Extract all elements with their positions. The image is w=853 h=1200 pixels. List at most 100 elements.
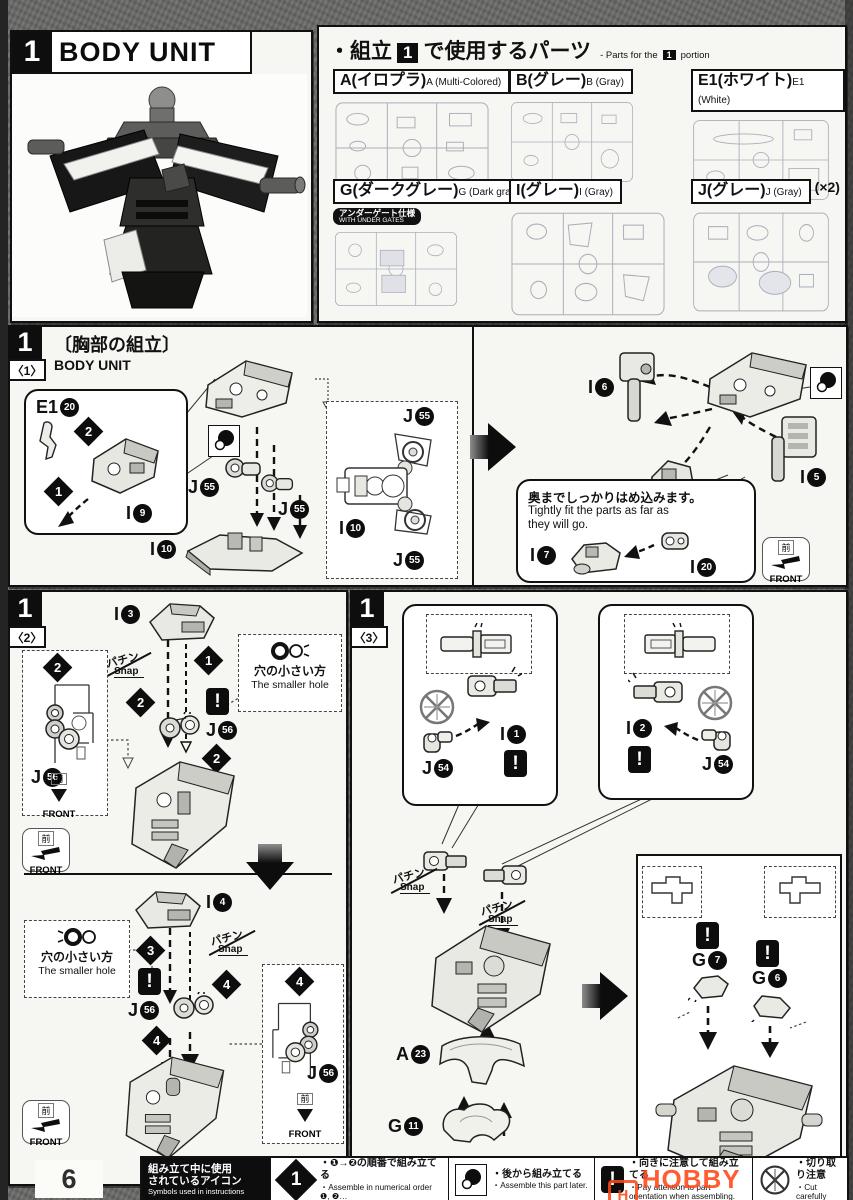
fit-callout-jp: 奥までしっかりはめ込みます。 bbox=[528, 491, 702, 505]
peg-detail-box bbox=[426, 614, 532, 674]
title-bar: 1 BODY UNIT bbox=[12, 32, 252, 74]
do-not-cut-icon bbox=[419, 689, 455, 725]
runner-G-illustration bbox=[334, 231, 458, 306]
part-I9-illustration bbox=[91, 438, 159, 494]
orientation-warning-icon: ! bbox=[504, 750, 527, 777]
part-I2-illustration bbox=[628, 672, 683, 703]
parts-heading-step-badge: 1 bbox=[397, 43, 419, 63]
part-I3-illustration bbox=[149, 603, 215, 641]
orientation-warning-icon: ! bbox=[696, 922, 719, 949]
part-shape-hint-box bbox=[642, 866, 702, 918]
insert-arrow bbox=[664, 722, 699, 742]
insert-arrow bbox=[455, 718, 490, 738]
runner-J-illustration bbox=[693, 212, 829, 312]
part-code: J(グレー) bbox=[698, 182, 766, 199]
scan-edge-right bbox=[845, 0, 853, 1200]
step3-next-arrow bbox=[582, 972, 628, 1020]
step1-substep-badge: 〈1〉 bbox=[8, 359, 46, 381]
parts-list-panel: ・組立 1 で使用するパーツ - Parts for the 1 portion… bbox=[317, 25, 847, 323]
peg-detail-box bbox=[624, 614, 730, 674]
part-quantity: (×2) bbox=[814, 179, 840, 195]
front-direction-icon: 前 FRONT bbox=[762, 537, 810, 585]
legend-item-assemble-later: ・後から組み立てる ・Assemble this part later. bbox=[448, 1158, 594, 1200]
part-code: I(グレー) bbox=[516, 182, 580, 199]
final-box-arrows bbox=[677, 1006, 807, 1058]
assemble-later-icon bbox=[208, 425, 240, 457]
part-I1-illustration bbox=[467, 666, 522, 697]
hole-callout-en: The smaller hole bbox=[38, 965, 116, 977]
part-code: G(ダークグレー) bbox=[340, 182, 459, 199]
step2-assembly-lower-illustration bbox=[125, 1056, 225, 1160]
part-code-en: E1 (White) bbox=[698, 77, 805, 106]
legend-item-cut-carefully: ・切り取り注意 ・Cut carefully bbox=[752, 1158, 847, 1200]
order-marker-2: 2 bbox=[42, 652, 73, 683]
order-diamond-icon: 1 bbox=[274, 1158, 318, 1200]
orientation-warning-icon: ! bbox=[756, 940, 779, 967]
step3-assembly-illustration bbox=[431, 925, 551, 1033]
order-marker-3: 3 bbox=[135, 935, 166, 966]
do-not-cut-icon bbox=[697, 685, 733, 721]
part-code: E1(ホワイト) bbox=[698, 72, 793, 89]
part-assembled-peg-right bbox=[483, 865, 527, 885]
part-chest-base-illustration bbox=[185, 532, 304, 576]
orientation-warning-icon: ! bbox=[138, 968, 161, 995]
runner-I-illustration bbox=[511, 212, 665, 316]
part-J55b-illustration bbox=[260, 474, 294, 493]
fit-arrow bbox=[624, 543, 655, 559]
callout-arrow bbox=[58, 498, 89, 527]
smaller-hole-icon bbox=[271, 642, 310, 660]
fit-callout-en1: Tightly fit the parts as far as bbox=[528, 505, 669, 517]
page-title: BODY UNIT bbox=[59, 36, 217, 67]
order-marker-4: 4 bbox=[284, 966, 315, 997]
part-entry-E1: E1(ホワイト)E1 (White) bbox=[691, 69, 845, 202]
part-code: A(イロプラ) bbox=[340, 72, 427, 89]
step3-substep-badge: 〈3〉 bbox=[350, 626, 388, 648]
hole-callout-en: The smaller hole bbox=[251, 679, 329, 691]
smaller-hole-icon bbox=[57, 928, 96, 946]
part-code: B(グレー) bbox=[516, 72, 587, 89]
parts-heading-jp-pre: ・組立 bbox=[329, 40, 392, 63]
part-code-en: I (Gray) bbox=[579, 187, 613, 198]
peg-illustration bbox=[440, 623, 512, 658]
part-J56-illustration bbox=[159, 712, 200, 739]
runner-B-illustration bbox=[510, 102, 634, 182]
front-mini-icon: 前 FRONT bbox=[42, 773, 76, 820]
part-entry-A: A(イロプラ)A (Multi-Colored) bbox=[333, 69, 511, 196]
assemble-later-icon bbox=[455, 1163, 487, 1196]
step1-title-jp: 〔胸部の組立〕 bbox=[54, 335, 180, 355]
hole-callout-jp: 穴の小さい方 bbox=[40, 950, 113, 964]
front-direction-icon: 前 FRONT bbox=[22, 828, 70, 876]
part-A23-illustration bbox=[439, 1036, 525, 1085]
orientation-warning-icon: ! bbox=[206, 688, 229, 715]
fit-tightly-callout: 奥までしっかりはめ込みます。 Tightly fit the parts as … bbox=[516, 479, 756, 583]
step2-assembly-upper-illustration bbox=[131, 761, 235, 869]
parts-heading-jp-post: で使用するパーツ bbox=[423, 40, 592, 63]
part-I4-illustration bbox=[135, 891, 201, 929]
sideview-illustration bbox=[272, 1002, 319, 1077]
order-marker-2: 2 bbox=[125, 687, 156, 718]
peg-illustration bbox=[644, 623, 716, 658]
part-J55-illustration bbox=[225, 458, 261, 478]
legend-item-numerical-order: 1 ・❶→❷の順番で組み立てる ・Assemble in numerical o… bbox=[270, 1158, 448, 1200]
step1-number-badge: 1 bbox=[8, 325, 42, 359]
part-G7-illustration bbox=[688, 975, 729, 1002]
body-unit-photo bbox=[12, 74, 307, 317]
parts-heading: ・組立 1 で使用するパーツ - Parts for the 1 portion bbox=[329, 35, 710, 65]
part-J54-illustration bbox=[701, 729, 731, 751]
step-number-badge: 1 bbox=[12, 32, 52, 72]
hobby-search-watermark: H HOBBY SEARCH bbox=[608, 1164, 853, 1200]
part-back-assembly-illustration bbox=[707, 352, 807, 418]
smaller-hole-callout: 穴の小さい方 The smaller hole bbox=[24, 920, 130, 998]
part-I6-illustration bbox=[619, 352, 655, 422]
footer-symbols-header: 組み立て中に使用 されているアイコン Symbols used in instr… bbox=[142, 1158, 270, 1200]
